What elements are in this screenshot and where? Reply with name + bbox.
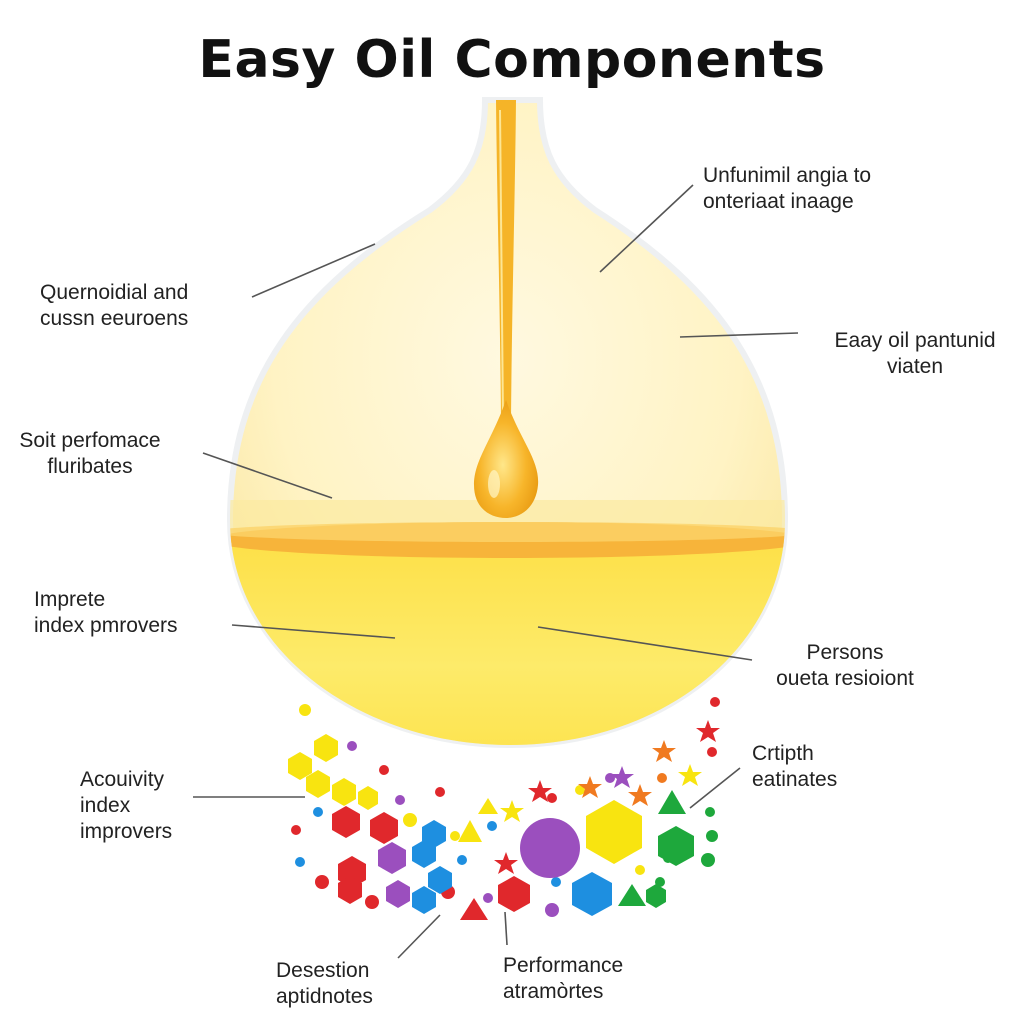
oil-drop xyxy=(474,400,539,518)
oil-stream xyxy=(496,100,516,421)
page-title: Easy Oil Components xyxy=(198,30,826,90)
leader-lines xyxy=(193,184,799,959)
additive-particles xyxy=(288,697,720,920)
